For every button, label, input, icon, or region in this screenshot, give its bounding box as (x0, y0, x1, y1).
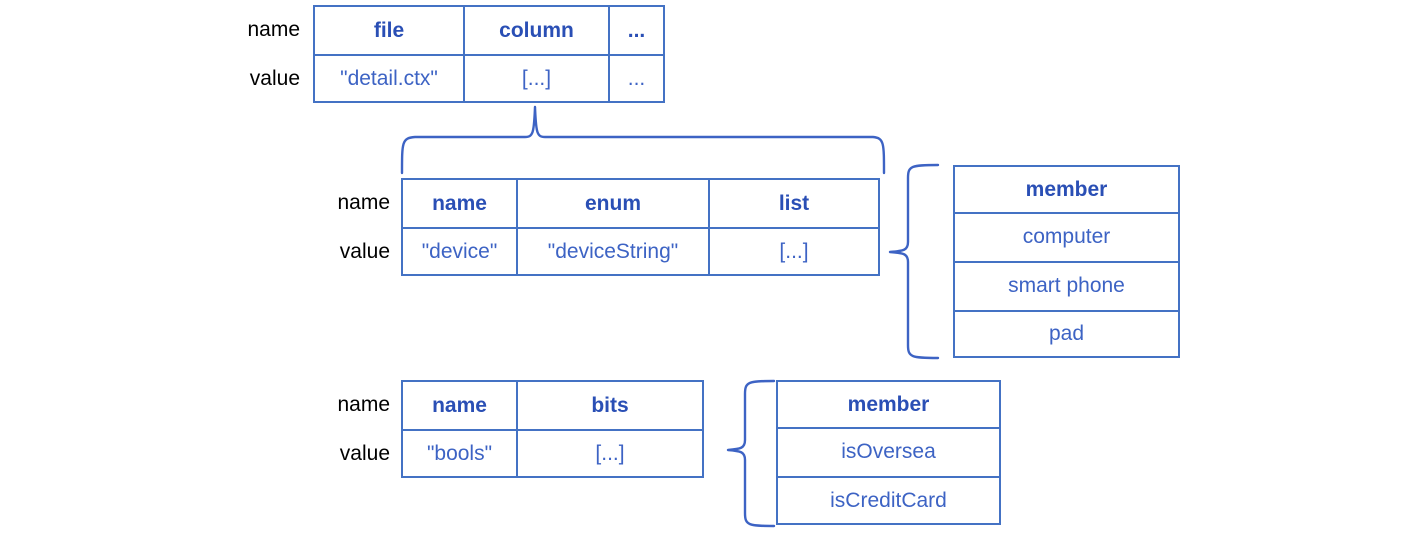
bools-member-table-item-isoversea: isOversea (778, 429, 999, 474)
bools-table-name-row-label: name (337, 393, 390, 416)
device-table-value-list: [...] (710, 229, 878, 274)
bools-table-value-name: "bools" (403, 431, 516, 476)
device-table-value-row-label: value (339, 240, 390, 263)
brace-bits-to-bools-member-table (726, 379, 776, 528)
bools-member-table-divider-2 (778, 476, 999, 478)
root-table-header-file: file (315, 7, 463, 54)
device-table: name enum list "device" "deviceString" [… (401, 178, 880, 276)
root-table-header-column: column (465, 7, 608, 54)
bools-table-value-row-label: value (339, 442, 390, 465)
root-table-value-column: [...] (465, 56, 608, 101)
device-table-row-divider (403, 227, 878, 229)
bools-table: name bits "bools" [...] (401, 380, 704, 478)
device-member-table-divider-2 (955, 261, 1178, 263)
brace-column-to-device-table (400, 105, 886, 175)
device-table-header-list: list (710, 180, 878, 227)
brace-list-to-device-member-table (888, 163, 940, 360)
root-table-row-divider (315, 54, 663, 56)
bools-table-header-name: name (403, 382, 516, 429)
device-table-header-enum: enum (518, 180, 708, 227)
device-member-table-header: member (955, 167, 1178, 212)
root-table-value-row-label: value (249, 67, 300, 90)
bools-table-value-bits: [...] (518, 431, 702, 476)
device-table-header-name: name (403, 180, 516, 227)
bools-member-table-item-iscreditcard: isCreditCard (778, 478, 999, 523)
device-member-table: member computer smart phone pad (953, 165, 1180, 358)
device-member-table-item-computer: computer (955, 214, 1178, 259)
root-table-name-row-label: name (247, 18, 300, 41)
bools-table-header-bits: bits (518, 382, 702, 429)
bools-member-table: member isOversea isCreditCard (776, 380, 1001, 525)
root-table-header-ellipsis: ... (610, 7, 663, 54)
bools-table-row-divider (403, 429, 702, 431)
device-member-table-item-smart-phone: smart phone (955, 263, 1178, 308)
root-table-value-ellipsis: ... (610, 56, 663, 101)
device-table-name-row-label: name (337, 191, 390, 214)
root-table: file column ... "detail.ctx" [...] ... (313, 5, 665, 103)
root-table-value-file: "detail.ctx" (315, 56, 463, 101)
device-member-table-divider-1 (955, 212, 1178, 214)
device-member-table-item-pad: pad (955, 312, 1178, 356)
device-table-value-name: "device" (403, 229, 516, 274)
device-table-value-enum: "deviceString" (518, 229, 708, 274)
bools-member-table-header: member (778, 382, 999, 427)
device-member-table-divider-3 (955, 310, 1178, 312)
bools-member-table-divider-1 (778, 427, 999, 429)
